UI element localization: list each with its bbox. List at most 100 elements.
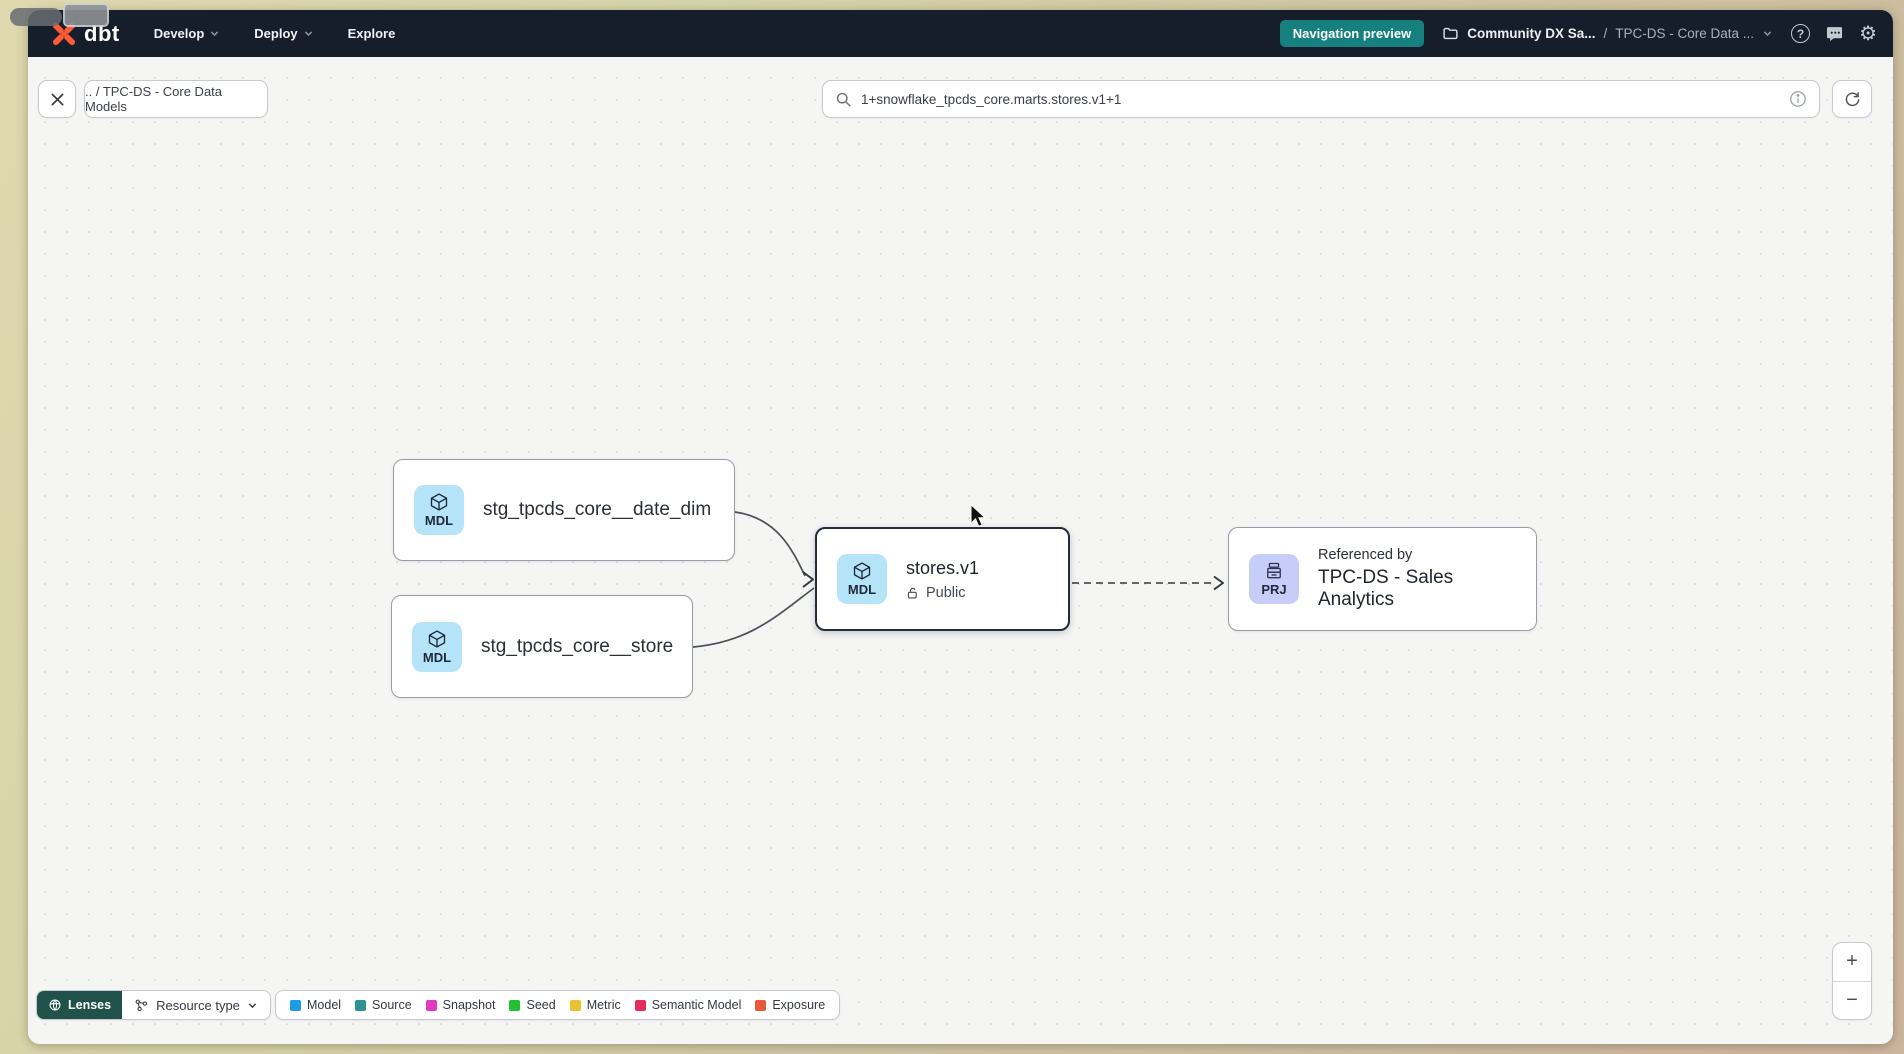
legend-item-source: Source	[355, 998, 412, 1012]
badge-label: MDL	[847, 582, 877, 597]
legend-label: Seed	[526, 998, 556, 1012]
legend-label: Snapshot	[442, 998, 496, 1012]
referenced-by-label: Referenced by	[1318, 547, 1413, 563]
nav-explore-label: Explore	[347, 26, 396, 41]
resource-legend: Model Source Snapshot Seed Metric Semant…	[275, 990, 841, 1020]
lineage-canvas[interactable]: .. / TPC-DS - Core Data Models MDL	[28, 57, 1893, 1044]
graph-icon	[135, 999, 148, 1011]
node-stores-v1[interactable]: MDL stores.v1 Public	[815, 527, 1070, 631]
project-stack-icon	[1267, 562, 1281, 579]
legend-item-metric: Metric	[569, 998, 621, 1012]
chevron-down-icon	[211, 31, 219, 37]
settings-button[interactable]: ⚙	[1859, 24, 1877, 44]
semantic-model-swatch	[634, 999, 646, 1011]
nav-explore[interactable]: Explore	[348, 26, 396, 41]
node-label: TPC-DS - Sales Analytics	[1318, 567, 1454, 610]
model-badge: MDL	[414, 485, 464, 535]
topbar-right: Navigation preview Community DX Sa... / …	[1279, 20, 1877, 47]
feedback-button[interactable]	[1825, 24, 1844, 43]
nav-deploy[interactable]: Deploy	[254, 26, 313, 41]
legend-item-snapshot: Snapshot	[425, 998, 496, 1012]
node-label: stores.v1	[906, 557, 980, 578]
cube-icon	[853, 562, 871, 580]
top-navigation-bar: dbt Develop Deploy Explore Navigation pr…	[28, 10, 1893, 57]
info-icon[interactable]	[1789, 90, 1807, 108]
refresh-icon	[1845, 91, 1859, 106]
project-badge: PRJ	[1249, 554, 1299, 604]
feedback-speech-icon	[1827, 27, 1843, 42]
model-badge: MDL	[837, 554, 887, 604]
help-icon: ?	[1791, 24, 1811, 43]
lenses-control: Lenses Resource type	[36, 990, 271, 1020]
lenses-button[interactable]: Lenses	[37, 991, 123, 1019]
lineage-search	[822, 80, 1820, 118]
recording-artifact-pill	[10, 8, 62, 26]
chevron-down-icon	[248, 1002, 257, 1008]
nav-develop-label: Develop	[153, 26, 205, 41]
main-nav: Develop Deploy Explore	[154, 26, 396, 41]
arrowhead-icon	[1213, 575, 1224, 591]
project-name: TPC-DS - Core Data ...	[1615, 26, 1755, 41]
help-button[interactable]: ?	[1791, 24, 1811, 43]
badge-label: MDL	[424, 513, 454, 528]
zoom-out-button[interactable]: −	[1846, 988, 1858, 1011]
legend-item-model: Model	[290, 998, 341, 1012]
zoom-controls: + −	[1832, 942, 1872, 1020]
legend-label: Semantic Model	[651, 998, 742, 1012]
metric-swatch	[569, 999, 581, 1011]
navigation-preview-badge[interactable]: Navigation preview	[1279, 20, 1425, 47]
search-icon	[836, 92, 851, 107]
account-name: Community DX Sa...	[1467, 26, 1596, 41]
close-lineage-button[interactable]	[38, 80, 76, 118]
legend-item-seed: Seed	[509, 998, 556, 1012]
close-icon	[51, 93, 63, 105]
badge-label: PRJ	[1261, 582, 1287, 597]
legend-label: Metric	[586, 998, 621, 1012]
badge-label: MDL	[422, 649, 452, 665]
chevron-down-icon	[1763, 31, 1772, 37]
node-text-block: Referenced by TPC-DS - Sales Analytics	[1318, 547, 1516, 611]
legend-label: Source	[372, 998, 412, 1012]
source-swatch	[355, 999, 367, 1011]
nav-deploy-label: Deploy	[254, 26, 298, 41]
lenses-label: Lenses	[68, 998, 112, 1012]
node-referenced-project[interactable]: PRJ Referenced by TPC-DS - Sales Analyti…	[1228, 527, 1537, 631]
refresh-lineage-button[interactable]	[1832, 80, 1872, 118]
node-text-block: stores.v1 Public	[906, 558, 979, 601]
seed-swatch	[509, 999, 521, 1011]
folder-icon	[1443, 27, 1458, 40]
search-input[interactable]	[861, 91, 1780, 107]
gear-icon: ⚙	[1859, 22, 1877, 45]
legend-label: Model	[307, 998, 342, 1012]
chevron-down-icon	[304, 31, 312, 37]
access-row: Public	[906, 585, 979, 601]
access-label: Public	[926, 584, 966, 601]
topbar-icons: ? ⚙	[1791, 24, 1877, 44]
node-stg-tpcds-core-date-dim[interactable]: MDL stg_tpcds_core__date_dim	[393, 459, 735, 561]
resource-type-dropdown[interactable]: Resource type	[122, 991, 270, 1019]
breadcrumb-separator: /	[1603, 26, 1608, 41]
cube-icon	[430, 493, 448, 511]
breadcrumb[interactable]: .. / TPC-DS - Core Data Models	[84, 80, 268, 118]
unlock-icon	[907, 587, 917, 598]
arrowhead-icon	[802, 571, 814, 588]
node-label: stg_tpcds_core__date_dim	[483, 499, 712, 520]
legend-item-semantic-model: Semantic Model	[634, 998, 742, 1012]
edge-datedim-to-stores	[734, 511, 806, 577]
recording-artifact-window-icon	[63, 3, 109, 27]
app-window: dbt Develop Deploy Explore Navigation pr…	[28, 10, 1893, 1044]
resource-type-label: Resource type	[156, 997, 240, 1013]
lens-icon	[49, 999, 61, 1011]
node-stg-tpcds-core-store[interactable]: MDL stg_tpcds_core__store	[391, 595, 693, 698]
exposure-swatch	[755, 999, 767, 1011]
legend-item-exposure: Exposure	[755, 998, 825, 1012]
snapshot-swatch	[425, 999, 437, 1011]
legend-label: Exposure	[772, 998, 826, 1012]
cube-icon	[428, 629, 446, 648]
model-swatch	[290, 999, 301, 1011]
project-breadcrumb[interactable]: Community DX Sa... / TPC-DS - Core Data …	[1442, 25, 1773, 42]
nav-develop[interactable]: Develop	[154, 26, 221, 41]
zoom-in-button[interactable]: +	[1833, 943, 1871, 982]
edge-store-to-stores	[692, 587, 815, 648]
mouse-cursor	[970, 504, 987, 528]
